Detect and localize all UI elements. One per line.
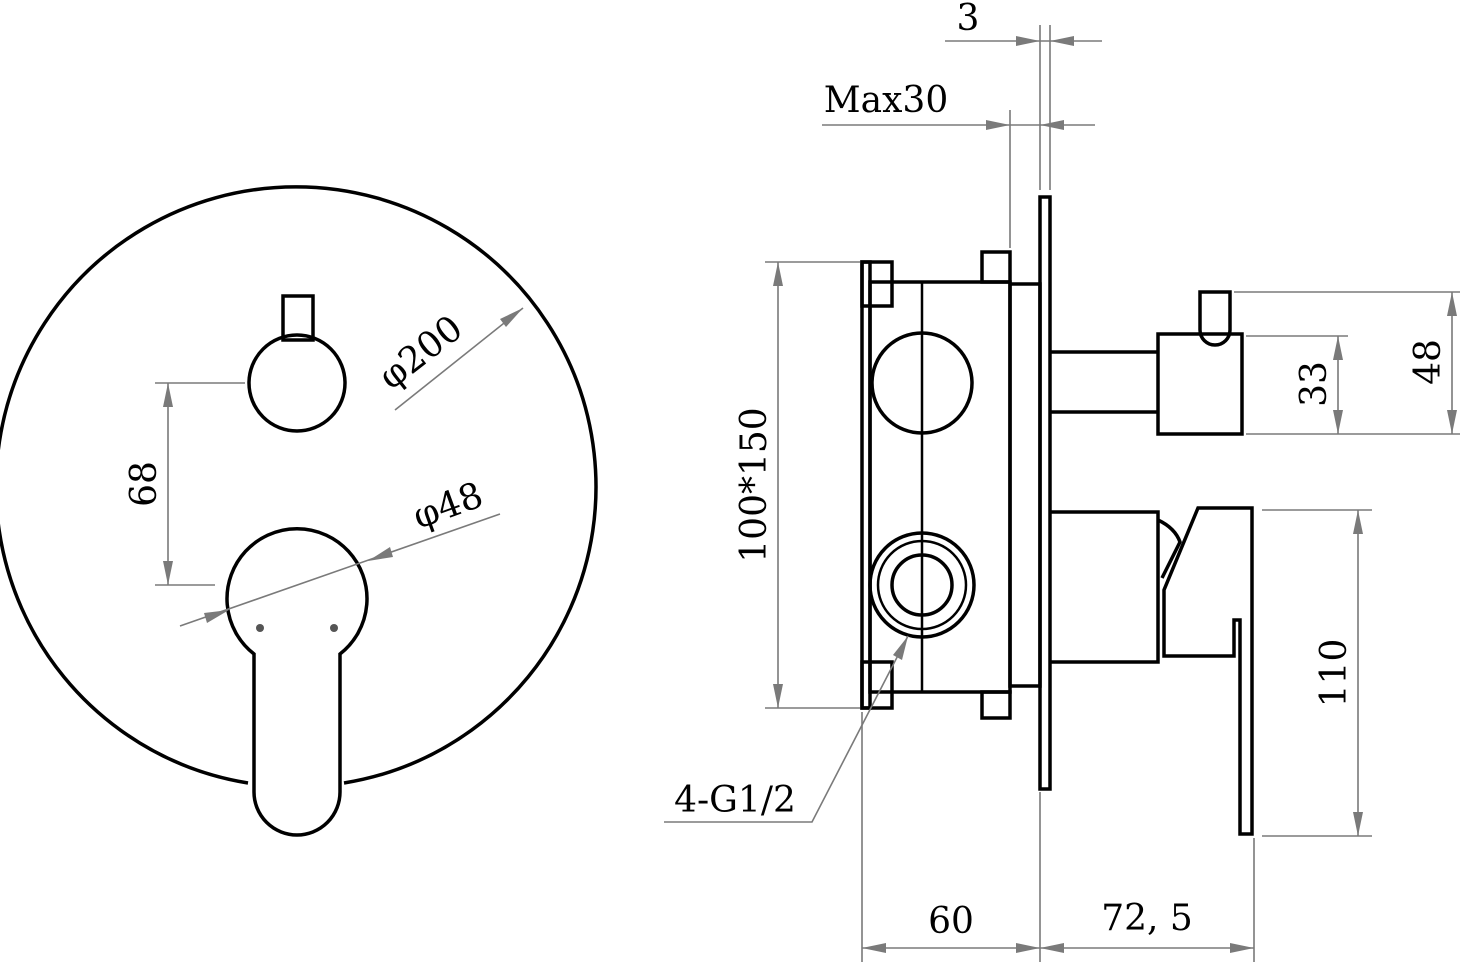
- lower-port-ring: [876, 539, 968, 631]
- dim-max30-label: Max30: [824, 80, 948, 121]
- dim-60-label: 60: [928, 901, 974, 942]
- diverter-lever: [281, 294, 315, 342]
- diverter-knob-side: [1156, 332, 1244, 436]
- front-view: 68 φ200 φ48: [0, 185, 598, 837]
- dim-725-arrow-left: [1040, 943, 1064, 953]
- dim-200-leader: [394, 307, 524, 411]
- dim-3-label: 3: [957, 0, 980, 39]
- diverter-lever-side: [1198, 290, 1232, 347]
- box-front-flange: [1008, 282, 1042, 688]
- dim-48s-arrow-bottom: [1447, 410, 1457, 434]
- dim-g12-arrow: [893, 636, 908, 660]
- dim-g12-label: 4-G1/2: [674, 780, 796, 821]
- dim-48s-label: 48: [1408, 339, 1449, 385]
- dim-max30-arrow-left: [986, 120, 1010, 130]
- handle-dot-left: [256, 624, 264, 632]
- box-tab-top-right: [980, 250, 1012, 284]
- dim-48-arrow-left: [204, 610, 229, 623]
- dim-60-arrow-right: [1016, 943, 1040, 953]
- dim-33-arrow-top: [1333, 336, 1343, 360]
- lower-port-outer: [868, 531, 976, 639]
- mixer-body-side: [1050, 510, 1160, 664]
- handle-dot-right: [330, 624, 338, 632]
- dim-725-arrow-right: [1230, 943, 1254, 953]
- dim-725-label: 72, 5: [1101, 898, 1193, 939]
- upper-port: [870, 331, 974, 435]
- box-tab-bottom-left: [860, 660, 894, 710]
- dim-110-arrow-top: [1353, 510, 1363, 534]
- dim-box-label: 100*150: [734, 407, 775, 562]
- dim-max30-arrow-right: [1040, 120, 1064, 130]
- side-view: 3 Max30 100*150 4-G1/2 60 72, 5: [664, 0, 1460, 962]
- dim-48-label: φ48: [408, 475, 489, 538]
- dim-200-label: φ200: [371, 308, 470, 398]
- dim-3-arrow-left: [1016, 36, 1040, 46]
- mixer-lever-side: [1162, 506, 1254, 836]
- dim-33-arrow-bottom: [1333, 410, 1343, 434]
- dim-68-arrow-bottom: [163, 561, 173, 585]
- lower-port-inner: [890, 553, 954, 617]
- mixer-collar: [1157, 518, 1182, 579]
- dim-box-arrow-bottom: [773, 684, 783, 708]
- dim-68-label: 68: [124, 461, 165, 507]
- dim-48-leader: [179, 513, 501, 627]
- dim-48-arrow-right: [368, 547, 393, 561]
- dim-48s-arrow-top: [1447, 292, 1457, 316]
- dim-110-label: 110: [1314, 639, 1355, 708]
- dim-68-arrow-top: [163, 383, 173, 407]
- dim-3-arrow-right: [1050, 36, 1074, 46]
- wall-plate-outline: [0, 185, 598, 785]
- diverter-knob: [247, 333, 347, 433]
- box-tab-bottom-right: [980, 690, 1012, 720]
- dim-60-arrow-left: [862, 943, 886, 953]
- box-tab-top-left: [860, 260, 894, 308]
- wall-plate-side: [1038, 195, 1052, 791]
- dim-g12-leader: [664, 635, 909, 823]
- dim-110-arrow-bottom: [1353, 812, 1363, 836]
- dim-200-arrow: [500, 308, 523, 327]
- dim-33-label: 33: [1294, 361, 1335, 407]
- dim-box-arrow-top: [773, 262, 783, 286]
- mixer-handle: [225, 527, 369, 837]
